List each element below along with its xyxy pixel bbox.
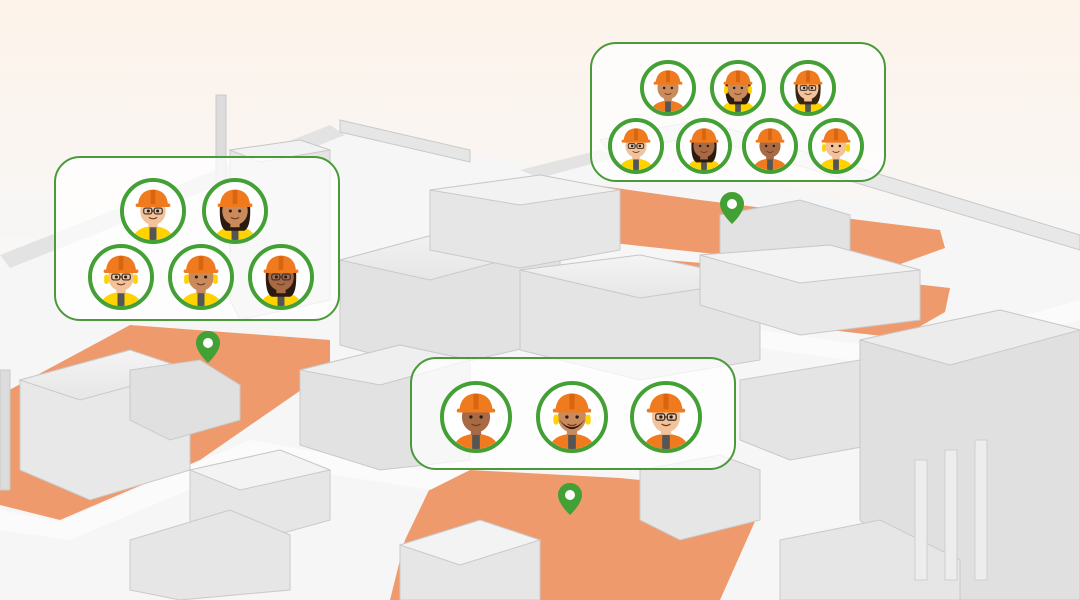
roads	[0, 300, 1080, 540]
worker-female-avatar-icon	[202, 178, 268, 244]
worker-female-avatar-icon	[676, 118, 732, 174]
worker-avatar-icon	[742, 118, 798, 174]
worker-group-card-left[interactable]	[54, 156, 340, 321]
worker-female-glasses-avatar-icon	[780, 60, 836, 116]
location-pin-icon[interactable]	[557, 482, 583, 516]
worker-earmuffs-avatar-icon	[168, 244, 234, 310]
worker-female-earmuffs-avatar-icon	[710, 60, 766, 116]
support-pillars	[914, 439, 988, 581]
worker-group-card-top-right[interactable]	[590, 42, 886, 182]
worker-avatar-icon	[440, 381, 512, 453]
location-pin-icon[interactable]	[195, 330, 221, 364]
worker-glasses-earmuffs-avatar-icon	[88, 244, 154, 310]
worker-glasses-avatar-icon	[120, 178, 186, 244]
worker-glasses-avatar-icon	[630, 381, 702, 453]
worker-earmuffs-beard-avatar-icon	[536, 381, 608, 453]
worker-female-glasses-avatar-icon	[248, 244, 314, 310]
worker-group-card-center[interactable]	[410, 357, 736, 470]
worker-avatar-icon	[640, 60, 696, 116]
worker-glasses-avatar-icon	[608, 118, 664, 174]
worker-earmuffs-avatar-icon	[808, 118, 864, 174]
location-pin-icon[interactable]	[719, 191, 745, 225]
